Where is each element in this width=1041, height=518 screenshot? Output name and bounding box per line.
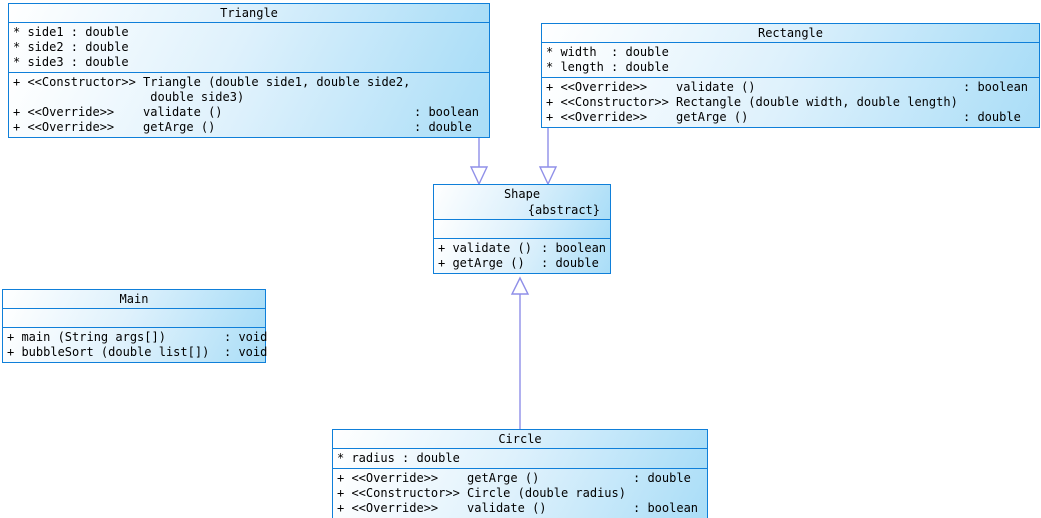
method-return-type: : boolean xyxy=(633,501,699,515)
abstract-modifier: {abstract} xyxy=(527,203,600,217)
method-signature: + <<Override>> getArge () xyxy=(13,120,216,134)
attribute-row: * side3 : double xyxy=(13,55,129,69)
method-row: + <<Override>> getArge () : double xyxy=(542,110,1039,125)
method-return-type: : double xyxy=(963,110,1021,124)
method-signature: + <<Override>> getArge () xyxy=(546,110,749,124)
method-row: + <<Constructor>> Rectangle (double widt… xyxy=(542,95,1039,110)
class-box-circle[interactable]: Circle * radius : double + <<Override>> … xyxy=(332,429,708,518)
method-row: + <<Constructor>> Circle (double radius) xyxy=(333,486,707,501)
class-box-main[interactable]: Main + main (String args[]): void+ bubbl… xyxy=(2,289,268,363)
class-methods-shape: + validate () : boolean + getArge () : doub… xyxy=(434,238,610,273)
method-return-type: : boolean xyxy=(541,241,607,255)
method-return-type: : void xyxy=(224,330,268,344)
method-signature: + bubbleSort (double list[]) xyxy=(7,345,210,359)
class-title-shape-section: Shape {abstract} xyxy=(434,185,610,219)
method-signature: + <<Constructor>> Circle (double radius) xyxy=(337,486,626,500)
method-signature: + <<Override>> validate () xyxy=(337,501,547,515)
class-attributes-triangle: * side1 : double* side2 : double* side3 … xyxy=(9,22,489,72)
class-title-main: Main xyxy=(3,290,265,308)
method-row: double side3) xyxy=(9,90,489,105)
method-return-type: : double xyxy=(414,120,472,134)
method-row: + <<Override>> getArge () : double xyxy=(9,120,489,135)
class-box-shape[interactable]: Shape {abstract} + validate (): boolean+… xyxy=(433,184,611,274)
attribute-row: * radius : double xyxy=(337,451,460,465)
method-row: + <<Override>> validate () : boolean xyxy=(9,105,489,120)
class-box-rectangle[interactable]: Rectangle * width : double* length : dou… xyxy=(541,23,1040,128)
attribute-row: * side2 : double xyxy=(13,40,129,54)
method-return-type: : void xyxy=(224,345,268,359)
class-attributes-main xyxy=(3,308,265,327)
method-return-type: : boolean xyxy=(414,105,480,119)
class-attributes-shape xyxy=(434,219,610,238)
method-row: + <<Override>> getArge () : double xyxy=(333,471,707,486)
method-row: + validate () : boolean xyxy=(434,241,610,256)
class-box-triangle[interactable]: Triangle * side1 : double* side2 : doubl… xyxy=(8,3,490,138)
attribute-row: * width : double xyxy=(546,45,669,59)
class-methods-main: + main (String args[]): void+ bubbleSort… xyxy=(3,327,268,362)
class-title-triangle: Triangle xyxy=(9,4,489,22)
method-return-type: : boolean xyxy=(963,80,1029,94)
class-title-rectangle: Rectangle xyxy=(542,24,1039,42)
method-row: + main (String args[]) : void xyxy=(3,330,268,345)
class-title-shape: Shape xyxy=(503,187,541,201)
class-methods-triangle: + <<Constructor>> Triangle (double side1… xyxy=(9,72,489,137)
attribute-row: * side1 : double xyxy=(13,25,129,39)
method-signature: double side3) xyxy=(13,90,245,104)
class-attributes-rectangle: * width : double* length : double xyxy=(542,42,1039,77)
class-attributes-circle: * radius : double xyxy=(333,448,707,468)
method-row: + getArge () : double xyxy=(434,256,610,271)
class-methods-rectangle: + <<Override>> validate () : boolean + <<C… xyxy=(542,77,1039,127)
method-signature: + <<Constructor>> Triangle (double side1… xyxy=(13,75,411,89)
attribute-row: * length : double xyxy=(546,60,669,74)
class-methods-circle: + <<Override>> getArge () : double + <<Con… xyxy=(333,468,707,518)
method-signature: + <<Override>> validate () xyxy=(13,105,223,119)
method-signature: + <<Override>> validate () xyxy=(546,80,756,94)
method-row: + <<Override>> validate () : boolean xyxy=(542,80,1039,95)
method-return-type: : double xyxy=(541,256,599,270)
generalization-arrow-rectangle-to-shape[interactable] xyxy=(538,125,558,186)
method-signature: + getArge () xyxy=(438,256,525,270)
method-signature: + main (String args[]) xyxy=(7,330,166,344)
method-return-type: : double xyxy=(633,471,691,485)
method-signature: + <<Constructor>> Rectangle (double widt… xyxy=(546,95,958,109)
method-signature: + <<Override>> getArge () xyxy=(337,471,540,485)
generalization-arrow-circle-to-shape[interactable] xyxy=(510,276,530,429)
method-row: + <<Override>> validate () : boolean xyxy=(333,501,707,516)
class-title-circle: Circle xyxy=(333,430,707,448)
method-row: + <<Constructor>> Triangle (double side1… xyxy=(9,75,489,90)
method-signature: + validate () xyxy=(438,241,532,255)
method-row: + bubbleSort (double list[]) : void xyxy=(3,345,268,360)
generalization-arrow-triangle-to-shape[interactable] xyxy=(469,133,489,186)
